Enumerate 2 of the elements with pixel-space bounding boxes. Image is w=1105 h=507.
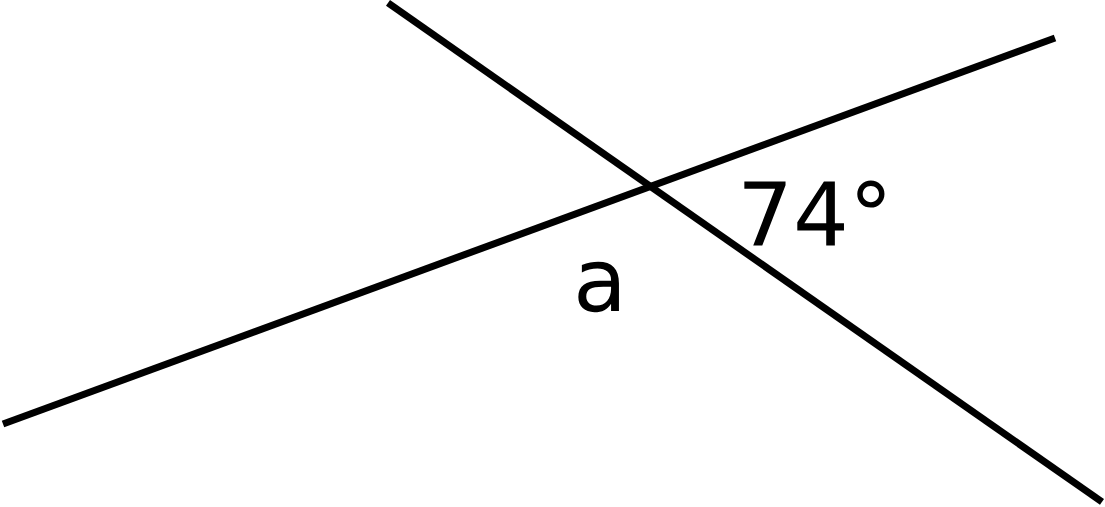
angle-label: 74° [744, 180, 885, 246]
angle-label: a [578, 261, 619, 313]
